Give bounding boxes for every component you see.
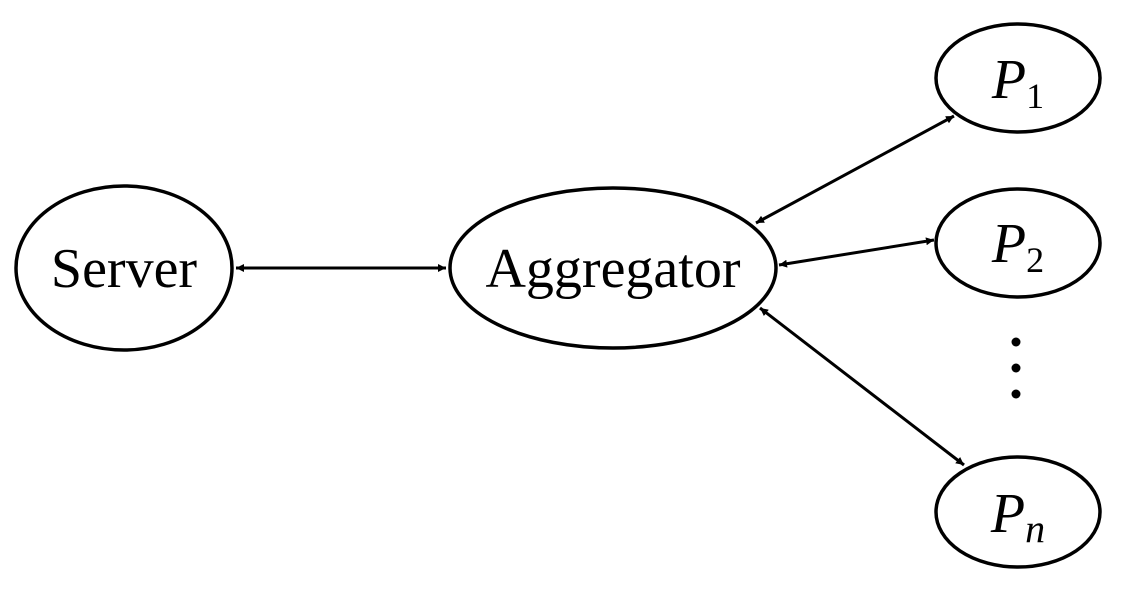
ellipsis-dot (1011, 389, 1021, 399)
edge-aggregator-pn (759, 306, 965, 467)
edge-aggregator-p1 (755, 114, 955, 225)
ellipsis-dot (1011, 337, 1021, 347)
edge-aggregator-p2 (778, 237, 935, 268)
p1-node: P1 (934, 22, 1102, 134)
aggregator-label: Aggregator (485, 238, 740, 300)
ellipsis-dot (1011, 363, 1021, 373)
pn-node: Pn (934, 455, 1102, 569)
p2-label: P2 (991, 213, 1044, 280)
p1-label: P1 (991, 49, 1044, 116)
aggregator-node: Aggregator (448, 186, 778, 350)
server-node: Server (14, 184, 234, 352)
vertical-ellipsis (1011, 337, 1021, 399)
server-label: Server (51, 238, 198, 300)
pn-label: Pn (990, 483, 1045, 551)
p2-node: P2 (934, 187, 1102, 299)
